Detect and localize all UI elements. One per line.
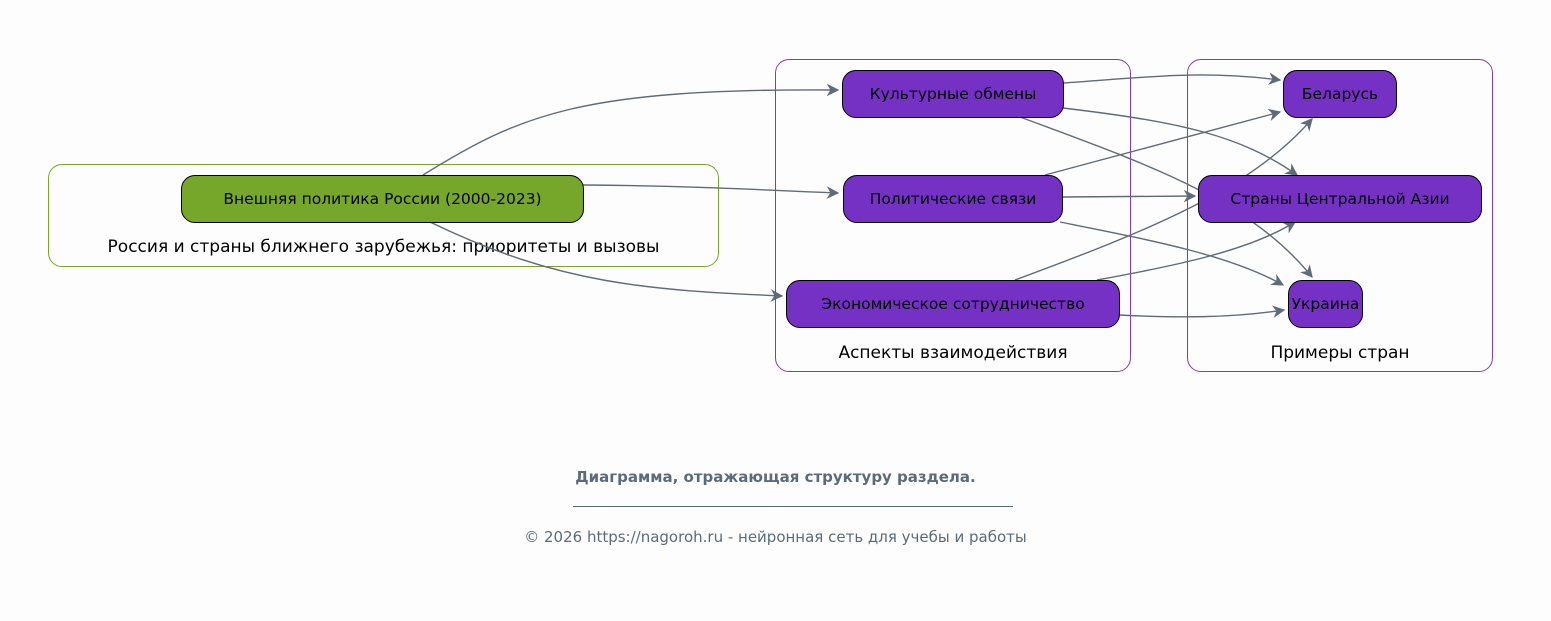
edge-politics-ukraine <box>1059 221 1285 286</box>
footer-copyright: © 2026 https://nagoroh.ru - нейронная се… <box>524 528 1027 546</box>
cluster-main-label: Россия и страны ближнего зарубежья: прио… <box>107 237 660 257</box>
edge-economy-belarus <box>1014 118 1313 281</box>
edge-root-politics <box>582 184 840 199</box>
cluster-countries-label: Примеры стран <box>1270 343 1410 363</box>
node-culture[interactable]: Культурные обмены <box>842 70 1064 118</box>
edge-culture-ukraine <box>1019 116 1313 278</box>
edge-economy-ukraine <box>1118 305 1286 318</box>
footer-caption: Диаграмма, отражающая структуру раздела. <box>575 468 976 486</box>
node-economy[interactable]: Экономическое сотрудничество <box>786 280 1120 328</box>
edge-root-economy <box>429 221 784 302</box>
node-root[interactable]: Внешняя политика России (2000-2023) <box>181 175 584 223</box>
edge-culture-belarus <box>1062 72 1282 85</box>
edge-culture-central-asia <box>1062 107 1299 176</box>
footer-divider <box>573 506 1013 507</box>
cluster-aspects-label: Аспекты взаимодействия <box>838 343 1068 363</box>
node-belarus[interactable]: Беларусь <box>1283 70 1397 118</box>
edge-politics-central-asia <box>1061 189 1197 203</box>
edge-root-culture <box>422 83 840 176</box>
cluster-countries: Примеры стран <box>1187 59 1493 372</box>
node-ukraine[interactable]: Украина <box>1288 280 1363 328</box>
edge-politics-belarus <box>1044 108 1282 176</box>
cluster-aspects: Аспекты взаимодействия <box>775 59 1131 372</box>
node-politics[interactable]: Политические связи <box>843 175 1063 223</box>
cluster-main: Россия и страны ближнего зарубежья: прио… <box>48 164 719 267</box>
node-central-asia[interactable]: Страны Центральной Азии <box>1198 175 1482 223</box>
edge-economy-central-asia <box>1096 221 1297 281</box>
